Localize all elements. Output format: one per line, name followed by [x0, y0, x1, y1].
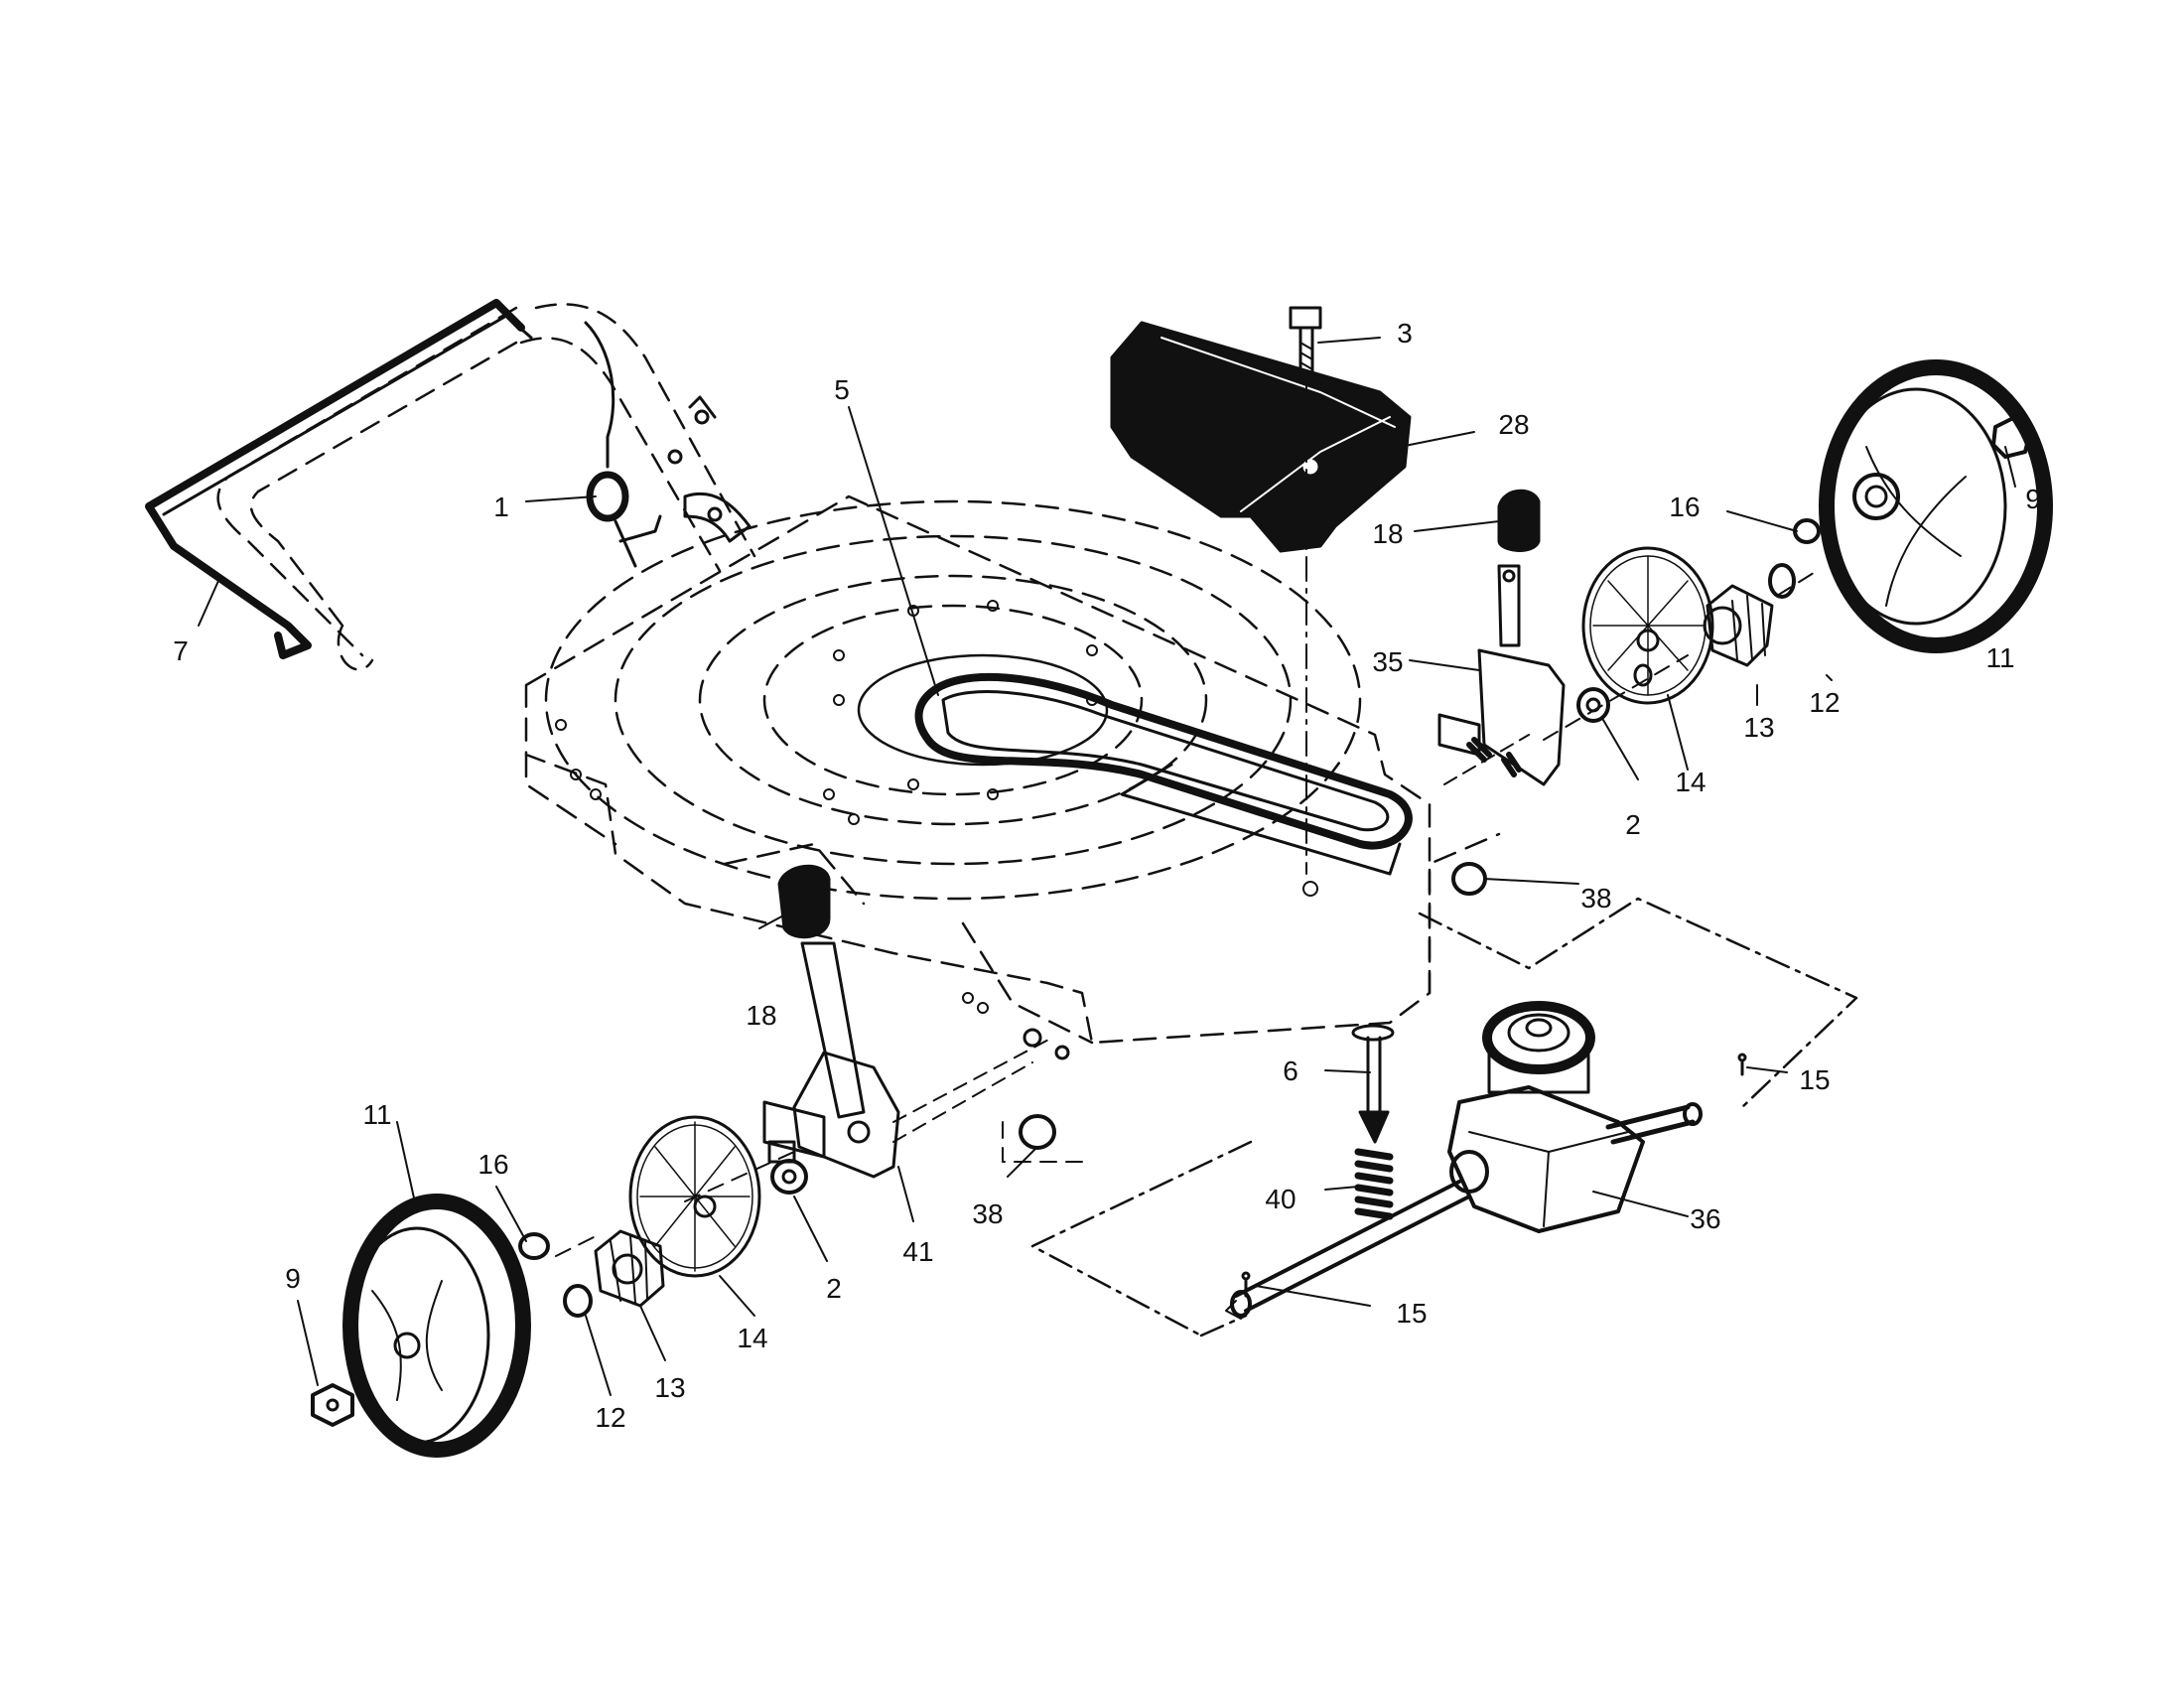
callout-11-left: 11: [362, 1099, 391, 1130]
callout-6: 6: [1283, 1056, 1298, 1086]
callout-9-left: 9: [285, 1263, 301, 1294]
callout-14-left: 14: [737, 1323, 767, 1353]
callout-16-right: 16: [1669, 492, 1700, 522]
part-11-wheel-right: [1819, 359, 2053, 653]
callout-40: 40: [1265, 1184, 1296, 1214]
callout-5: 5: [834, 374, 850, 405]
part-16-washer-left: [518, 1232, 550, 1260]
part-11-wheel-left: [342, 1194, 531, 1458]
callout-28: 28: [1498, 409, 1529, 440]
callout-12-left: 12: [595, 1402, 625, 1433]
part-13-gear-right: [1703, 584, 1774, 667]
part-15-pin-right: [1737, 1053, 1747, 1076]
callout-18-right: 18: [1372, 518, 1403, 549]
part-6-plunger: [1351, 1024, 1395, 1144]
part-7-handle: [145, 299, 533, 659]
part-35-height-adjuster-right: [1437, 564, 1566, 786]
callout-15-right: 15: [1799, 1064, 1830, 1095]
part-9-nut-right: [1991, 415, 2032, 459]
part-14-hubcap-right: [1581, 546, 1714, 705]
part-28-cover: [1110, 321, 1412, 553]
callout-12-right: 12: [1809, 687, 1840, 718]
callout-7: 7: [173, 635, 189, 666]
lower-handle: [216, 303, 756, 671]
callout-2-left: 2: [826, 1273, 842, 1304]
callout-13-left: 13: [654, 1372, 685, 1403]
callout-36: 36: [1690, 1203, 1720, 1234]
part-2-washer-left: [770, 1159, 808, 1195]
callout-18-left: 18: [746, 1000, 776, 1031]
part-36-transmission: [1225, 1001, 1703, 1320]
part-18-cap-left: [777, 864, 831, 939]
callout-13-right: 13: [1743, 712, 1774, 743]
callout-14-right: 14: [1675, 767, 1706, 797]
callout-41: 41: [902, 1236, 933, 1267]
part-40-spring: [1354, 1148, 1394, 1220]
part-3-bolt: [1289, 306, 1322, 374]
callout-16-left: 16: [478, 1149, 508, 1180]
part-12-ring-left: [563, 1284, 593, 1318]
transmission-frame: [1030, 897, 1858, 1337]
leader-lines: [198, 337, 2016, 1396]
bracket-38-left: [1002, 1121, 1083, 1163]
axle-line-left: [555, 1151, 795, 1257]
callout-38-right: 38: [1580, 883, 1611, 914]
callout-11-right: 11: [1985, 642, 2014, 673]
part-18-cap-right: [1497, 489, 1541, 552]
callout-38-left: 38: [972, 1198, 1003, 1229]
callout-9-right: 9: [2025, 484, 2041, 514]
callout-35: 35: [1372, 646, 1403, 677]
part-5-drive-belt: [857, 653, 1413, 876]
deck-holes: [555, 600, 1318, 1014]
callout-1: 1: [493, 492, 509, 522]
axle-rod: [1234, 1180, 1471, 1313]
callout-labels: 1 2 2 3 5 6 7 9 9 11 11 12 12 13 13 14 1…: [173, 318, 2041, 1433]
callout-2-right: 2: [1625, 809, 1641, 840]
axle-line-right: [1543, 570, 1818, 741]
part-38-nut-right: [1451, 862, 1487, 896]
callout-15-left: 15: [1396, 1298, 1427, 1329]
part-12-ring-right: [1768, 563, 1796, 599]
part-2-washer-right: [1576, 687, 1610, 723]
part-13-gear-left: [594, 1229, 665, 1308]
mower-deck: [524, 494, 1501, 1045]
part-38-nut-left: [1019, 1114, 1056, 1150]
part-16-washer-right: [1793, 518, 1821, 544]
part-1-cable-clip: [584, 321, 751, 568]
part-9-nut-left: [311, 1383, 354, 1427]
part-15-pin-left: [1241, 1271, 1251, 1298]
callout-3: 3: [1397, 318, 1413, 349]
